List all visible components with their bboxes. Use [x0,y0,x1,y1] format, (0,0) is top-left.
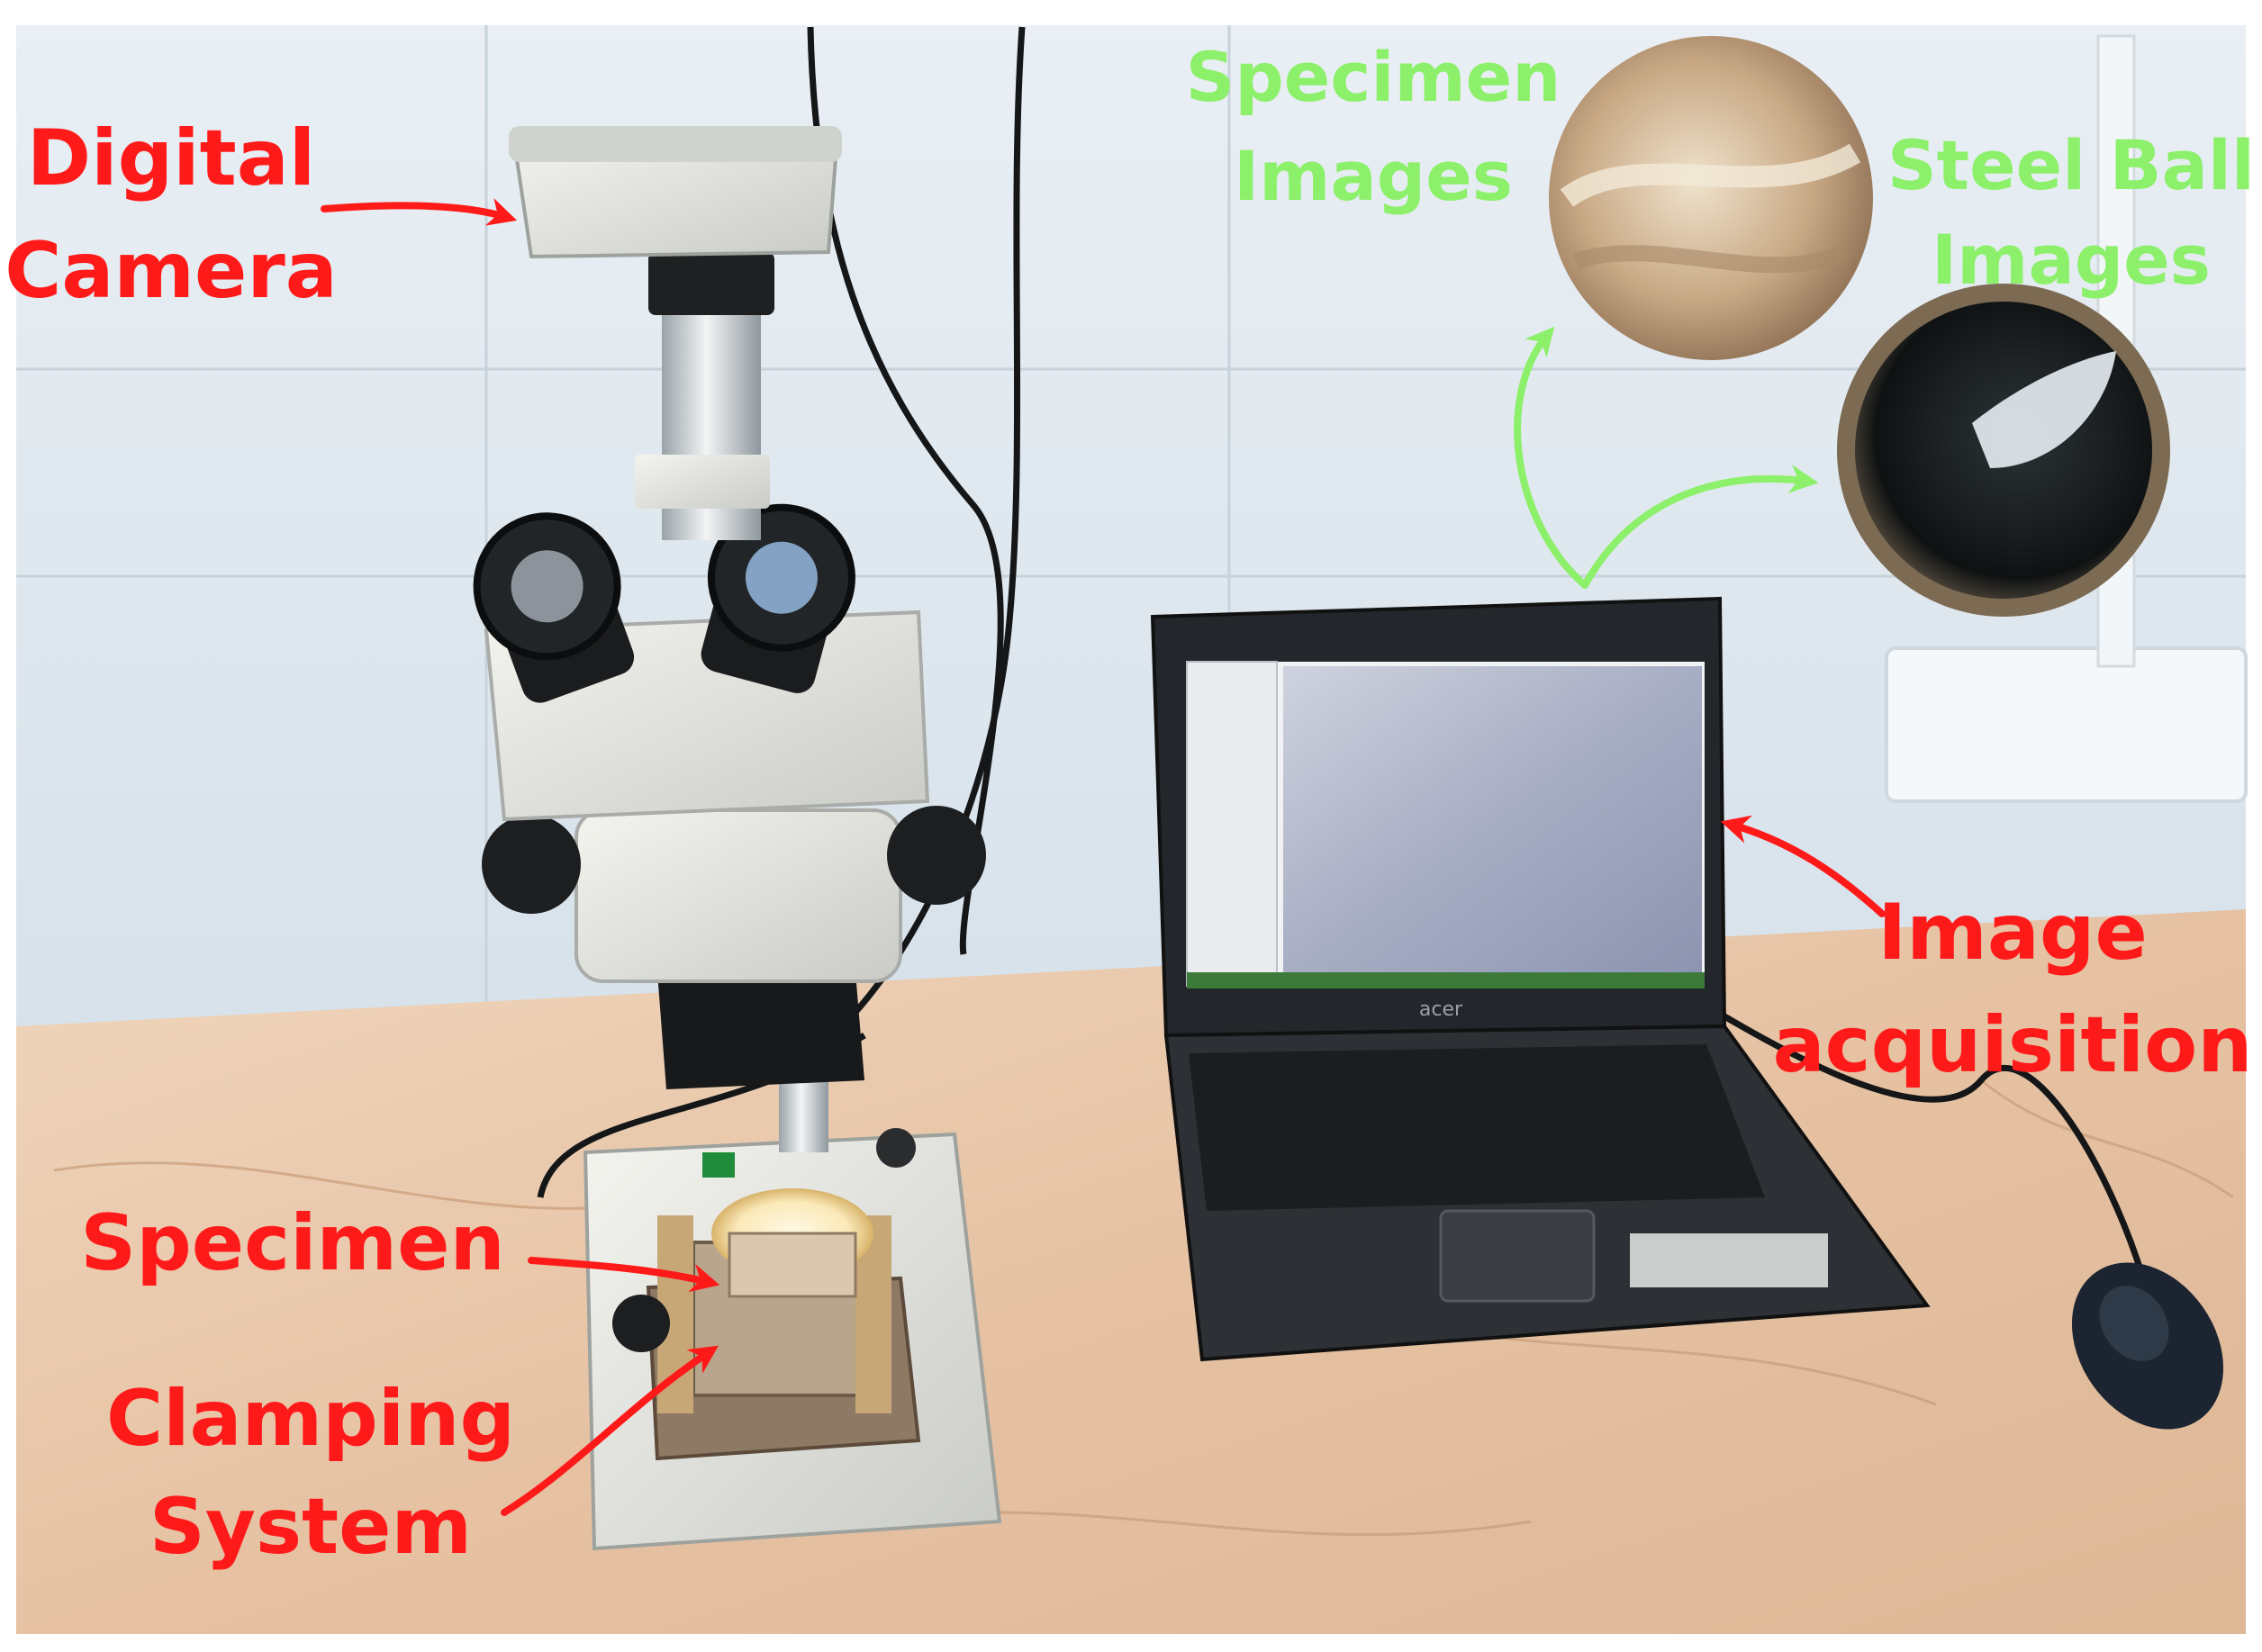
stereo-microscope [473,126,1002,1551]
label-clamping: Clamping [106,1374,515,1464]
label-steel-ball-1: Steel Ball [1887,125,2255,205]
taskbar [1187,972,1705,988]
specimen-sample [711,1188,873,1298]
label-specimen: Specimen [80,1198,504,1288]
computer-mouse [2071,1262,2224,1430]
live-microscope-view [1283,666,1702,977]
software-panel [1186,661,1278,987]
steel-ball-image-inset [1837,284,2170,617]
keyboard [1189,1044,1765,1211]
annotation-arrows [321,198,1886,1516]
labels: Digital Camera Specimen Clamping System … [5,37,2255,1572]
touchpad [1439,1209,1596,1303]
specimen-image-inset [1549,36,1873,360]
digital-camera [509,126,842,259]
label-system: System [149,1482,472,1572]
label-specimen-images-2: Images [1234,136,1513,216]
laptop-sticker [1630,1233,1828,1287]
label-camera: Camera [5,226,338,316]
label-acquisition: acquisition [1773,1000,2253,1090]
label-digital: Digital [27,113,316,203]
power-indicator [702,1152,735,1178]
label-image: Image [1877,888,2148,978]
label-steel-ball-2: Images [1932,220,2211,300]
laptop-brand: acer [1419,998,1463,1021]
laptop: acer [1150,596,1931,1362]
label-specimen-images-1: Specimen [1186,37,1561,117]
